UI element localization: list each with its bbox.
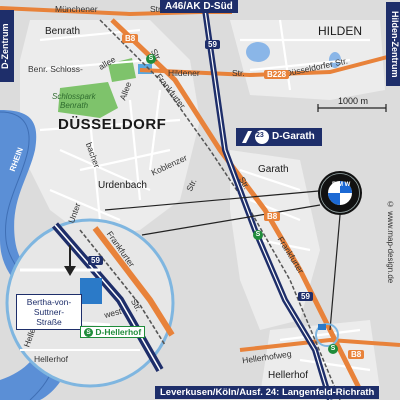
- place-garath: Garath: [258, 164, 289, 175]
- bottom-banner: Leverkusen/Köln/Ausf. 24: Langenfeld-Ric…: [155, 386, 380, 399]
- leader-line: [329, 214, 341, 331]
- inset-hellerhof: Hellerhof: [34, 354, 69, 364]
- leader-line: [141, 204, 321, 236]
- address-box: Bertha-von- Suttner- Straße: [16, 294, 82, 330]
- sbahn-icon: S: [84, 328, 93, 338]
- exit-number: 23: [256, 132, 264, 139]
- street-hildener: Hildener: [168, 68, 200, 78]
- right-banner: Hilden-Zentrum: [386, 2, 400, 86]
- address-line2: Suttner-: [33, 307, 65, 317]
- location-ring: [315, 323, 339, 347]
- exit-sign: [236, 128, 322, 146]
- place-benrath: Benrath: [45, 26, 81, 37]
- park-label-1: Schlosspark: [52, 92, 96, 101]
- road-hellerhofweg: [239, 337, 400, 352]
- place-urdenbach: Urdenbach: [98, 180, 147, 191]
- street-hildener-str: Str.: [232, 68, 245, 78]
- lake: [246, 42, 270, 62]
- shield-b8-mid: B8: [264, 212, 281, 221]
- sbahn-icon: S: [328, 344, 338, 354]
- place-hilden: HILDEN: [318, 24, 363, 38]
- exit-name: D-Garath: [272, 131, 315, 142]
- lake: [329, 52, 341, 68]
- park-label-2: Benrath: [60, 101, 89, 110]
- address-line1: Bertha-von-: [26, 297, 72, 307]
- park-schlosspark: [58, 82, 118, 118]
- scale-label: 1000 m: [338, 96, 369, 106]
- address-line3: Straße: [36, 317, 62, 327]
- shield-b228: B228: [264, 70, 290, 79]
- place-duesseldorf: DÜSSELDORF: [58, 116, 167, 133]
- shield-a59-low: 59: [298, 292, 313, 301]
- station-name: D-Hellerhof: [95, 327, 142, 337]
- street-muenchener: Münchener: [55, 4, 98, 14]
- sbahn-icon: S: [146, 54, 156, 64]
- inset-map: [20, 222, 175, 372]
- credit: © www.map-design.de: [386, 200, 395, 284]
- top-banner: A46/AK D-Süd: [160, 0, 238, 13]
- location-marker: [318, 324, 326, 330]
- bmw-logo: B M W: [318, 171, 362, 215]
- inset-shield-a59: 59: [88, 256, 103, 265]
- road-b228: [139, 53, 396, 78]
- urban-area: [20, 20, 200, 240]
- street-muenchener-str: Str.: [150, 4, 163, 14]
- sbahn-icon: S: [253, 230, 263, 240]
- scale-bar: [317, 104, 387, 112]
- leader-line: [104, 189, 331, 211]
- shield-b8-low: B8: [348, 350, 365, 359]
- shield-b8-top: B8: [122, 34, 139, 43]
- shield-a59-top: 59: [205, 40, 220, 49]
- place-hellerhof: Hellerhof: [268, 370, 309, 381]
- street-benr-schloss: Benr. Schloss-: [28, 64, 83, 74]
- left-banner: D-Zentrum: [0, 10, 14, 82]
- station-box: S D-Hellerhof: [80, 326, 146, 339]
- svg-text:B M W: B M W: [332, 182, 351, 188]
